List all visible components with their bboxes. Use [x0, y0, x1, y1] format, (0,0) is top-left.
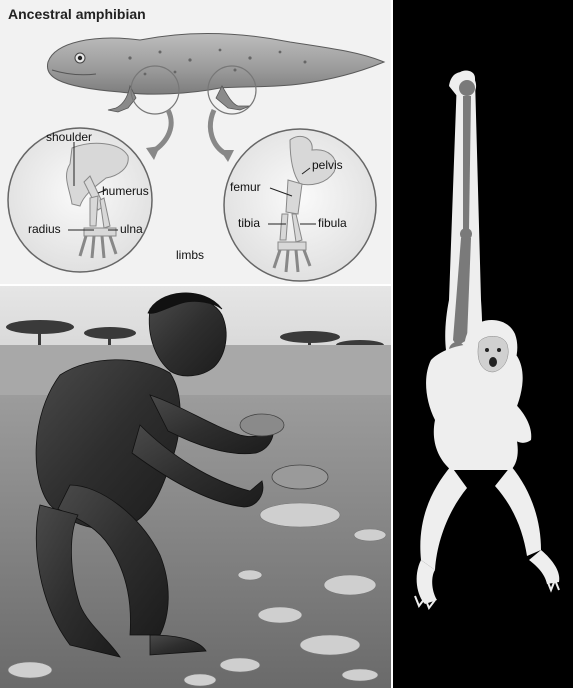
- forelimb-arrow: [152, 110, 171, 152]
- amphibian-title: Ancestral amphibian: [8, 6, 146, 22]
- horizontal-divider: [0, 284, 391, 286]
- label-radius: radius: [28, 222, 61, 236]
- label-humerus: humerus: [102, 184, 149, 198]
- hindlimb-arrow: [210, 110, 226, 154]
- hominid-scene: [0, 285, 391, 688]
- label-tibia: tibia: [238, 216, 260, 230]
- gibbon-left-leg: [420, 466, 467, 570]
- label-femur: femur: [230, 180, 261, 194]
- gibbon-silhouette: [391, 0, 573, 688]
- early-hominid-illustration: [0, 285, 391, 688]
- label-shoulder: shoulder: [46, 130, 92, 144]
- stone-tool-upper: [240, 414, 284, 436]
- vertical-divider: [391, 0, 393, 688]
- label-limbs: limbs: [176, 248, 204, 262]
- amphibian-limb-diagram: Ancestral amphibian shoulder humerus rad…: [0, 0, 391, 285]
- gibbon-arm-diagram: [391, 0, 573, 688]
- stone-tool-lower: [272, 465, 328, 489]
- gibbon-wrist-bone: [459, 80, 475, 96]
- gibbon-right-leg: [495, 466, 541, 556]
- label-pelvis: pelvis: [312, 158, 343, 172]
- label-ulna: ulna: [120, 222, 143, 236]
- label-fibula: fibula: [318, 216, 347, 230]
